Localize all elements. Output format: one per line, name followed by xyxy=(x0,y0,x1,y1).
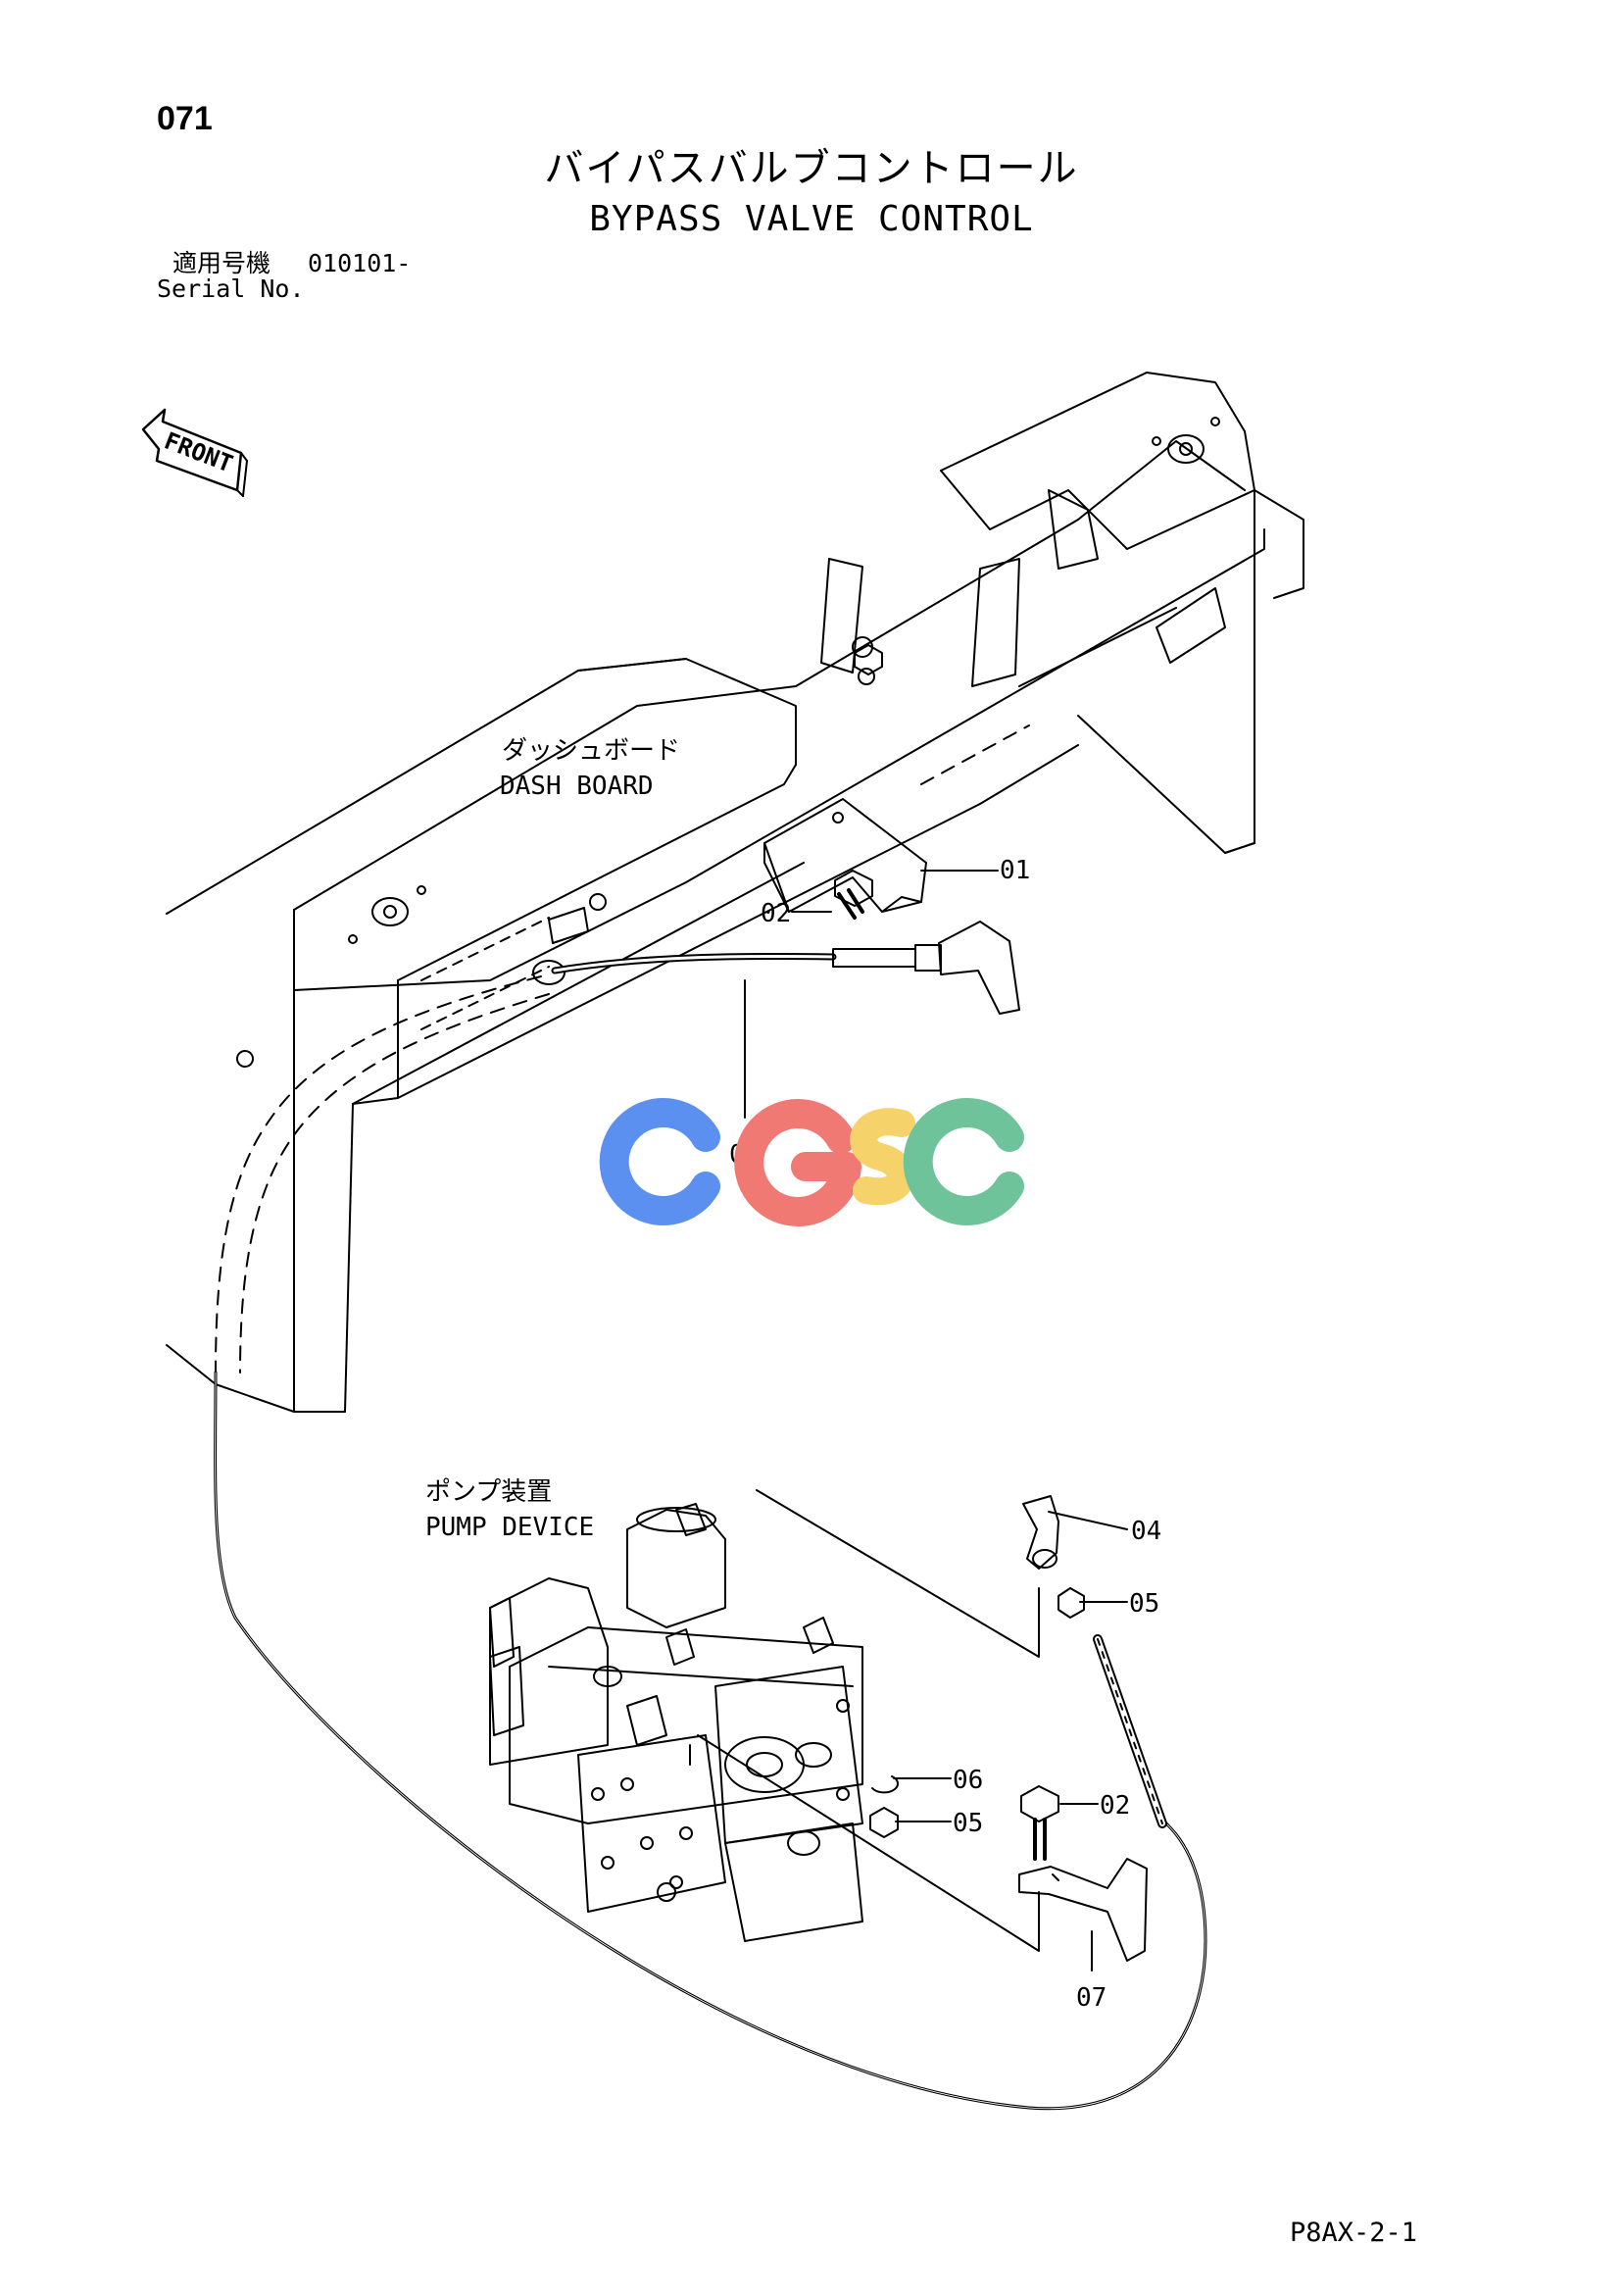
pump-device-label-japanese: ポンプ装置 xyxy=(425,1477,552,1507)
nut-part-05-lower xyxy=(869,1807,899,1838)
callout-02-lower: 02 xyxy=(1100,1791,1130,1821)
nut-part-05-upper xyxy=(1057,1587,1085,1619)
cable-grommet xyxy=(532,960,566,985)
bolt-part-02-lower xyxy=(1020,1785,1059,1861)
snap-ring-part-06 xyxy=(871,1775,899,1794)
serial-number-value: 010101- xyxy=(308,249,412,277)
dash-board-label: DASH BOARD xyxy=(500,772,654,801)
watermark-logo xyxy=(599,1098,1024,1227)
bypass-control-cable-part-00 xyxy=(551,921,1020,1015)
callout-02-upper: 02 xyxy=(761,899,791,928)
page-title: BYPASS VALVE CONTROL xyxy=(589,199,1034,239)
page-reference: P8AX-2-1 xyxy=(1290,2218,1418,2248)
cable-hidden-run xyxy=(215,975,550,1373)
frame-nuts xyxy=(854,644,883,675)
callout-07: 07 xyxy=(1076,1983,1107,2013)
callout-05-lower: 05 xyxy=(953,1809,983,1838)
cable-end-boot xyxy=(1093,1634,1167,1828)
dash-board-label-japanese: ダッシュボード xyxy=(502,736,680,766)
front-label: FRONT xyxy=(161,426,236,477)
control-cable-loop xyxy=(214,1371,1207,2111)
serial-label-japanese: 適用号機 xyxy=(172,249,271,277)
bracket-part-01 xyxy=(763,798,927,913)
page-number: 071 xyxy=(157,100,213,137)
pump-device-label: PUMP DEVICE xyxy=(425,1513,594,1542)
bolt-part-02-upper xyxy=(834,870,873,920)
elbow-fitting-part-04 xyxy=(1022,1495,1059,1570)
page-title-japanese: バイパスバルブコントロール xyxy=(544,146,1079,191)
callout-06: 06 xyxy=(953,1766,983,1795)
callout-05-upper: 05 xyxy=(1129,1589,1159,1619)
dash-board-frame xyxy=(166,372,1304,1413)
front-arrow-icon: FRONT xyxy=(141,408,248,497)
leader-lines xyxy=(689,870,1128,1972)
callout-04: 04 xyxy=(1131,1517,1161,1546)
pump-device xyxy=(489,1503,863,1942)
serial-label: Serial No. xyxy=(157,275,305,303)
callout-01: 01 xyxy=(1000,856,1030,885)
